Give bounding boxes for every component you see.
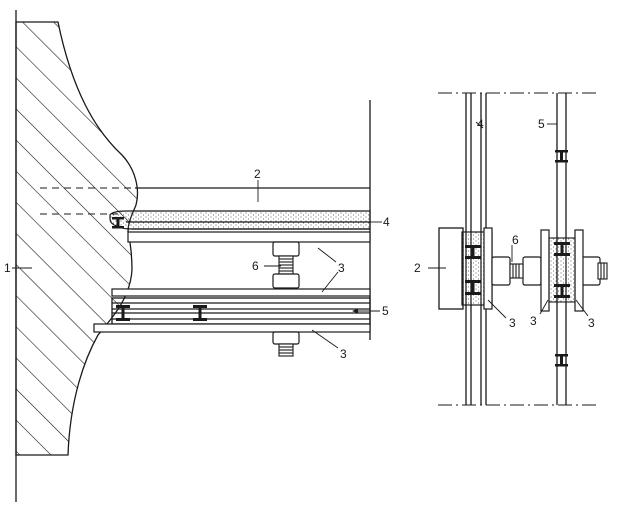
block-2: [438, 227, 464, 310]
label-r3a: 3: [509, 316, 516, 330]
right-clamp: [540, 229, 584, 312]
bolt-6-upper: [272, 241, 300, 289]
leader-r4: [475, 121, 484, 129]
label-2: 2: [254, 167, 261, 181]
left-clamp: [461, 227, 493, 310]
label-r4: 4: [477, 117, 484, 131]
plate-3-lower: [93, 323, 371, 333]
label-3c: 3: [340, 347, 347, 361]
leader-3c: [311, 329, 339, 349]
box-section-5: [111, 297, 371, 325]
label-1: 1: [4, 261, 11, 275]
leader-r3b: [539, 299, 549, 315]
label-r2: 2: [414, 261, 421, 275]
label-r6: 6: [512, 233, 519, 247]
right-elevation-view: 2 4 5 6 3 3 3: [414, 92, 608, 406]
leader-3b: [321, 271, 339, 293]
label-r3b: 3: [530, 314, 537, 328]
plate-3-upper: [127, 231, 371, 243]
left-section-view: 1 2 3 3 4 5 6 3: [4, 10, 390, 502]
label-5: 5: [382, 304, 389, 318]
plate-3-middle: [111, 288, 371, 297]
label-r5: 5: [538, 117, 545, 131]
label-r3c: 3: [588, 316, 595, 330]
label-6: 6: [252, 259, 259, 273]
leader-r3a: [487, 299, 507, 319]
wall-section-1: [15, 21, 139, 456]
i-profile-upper: [112, 217, 124, 229]
label-3a: 3: [338, 261, 345, 275]
leader-3a: [317, 247, 337, 263]
leader-r3c: [575, 299, 589, 317]
bolt-6-lower: [272, 331, 300, 357]
seal-strip-4: [109, 210, 371, 230]
bolt-6-horizontal: [491, 256, 608, 286]
label-4: 4: [383, 215, 390, 229]
